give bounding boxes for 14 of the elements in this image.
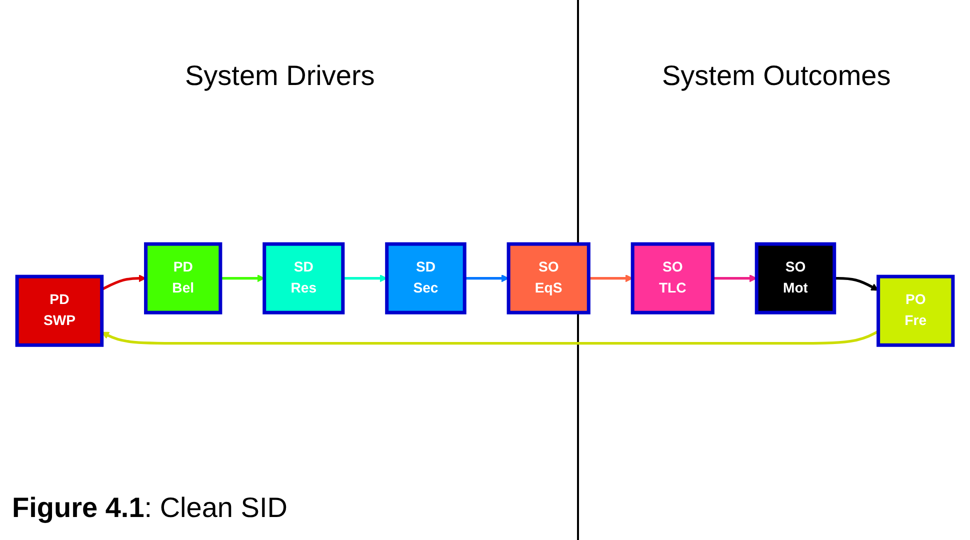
arrow	[464, 274, 509, 283]
node-box: PD SWP	[15, 275, 104, 348]
node-box: SO TLC	[630, 242, 714, 315]
section-heading: System Outcomes	[662, 60, 891, 92]
section-heading: System Drivers	[185, 60, 375, 92]
node-box: SD Sec	[385, 242, 466, 315]
node-box: SO EqS	[506, 242, 590, 315]
node-box: PD Bel	[144, 242, 222, 315]
node-box: SO Mot	[754, 242, 836, 315]
arrow	[588, 274, 633, 283]
arrow	[712, 274, 757, 283]
figure-caption: Figure 4.1: Clean SID	[12, 492, 288, 524]
node-box: SD Res	[262, 242, 345, 315]
node-box: PO Fre	[876, 275, 955, 348]
